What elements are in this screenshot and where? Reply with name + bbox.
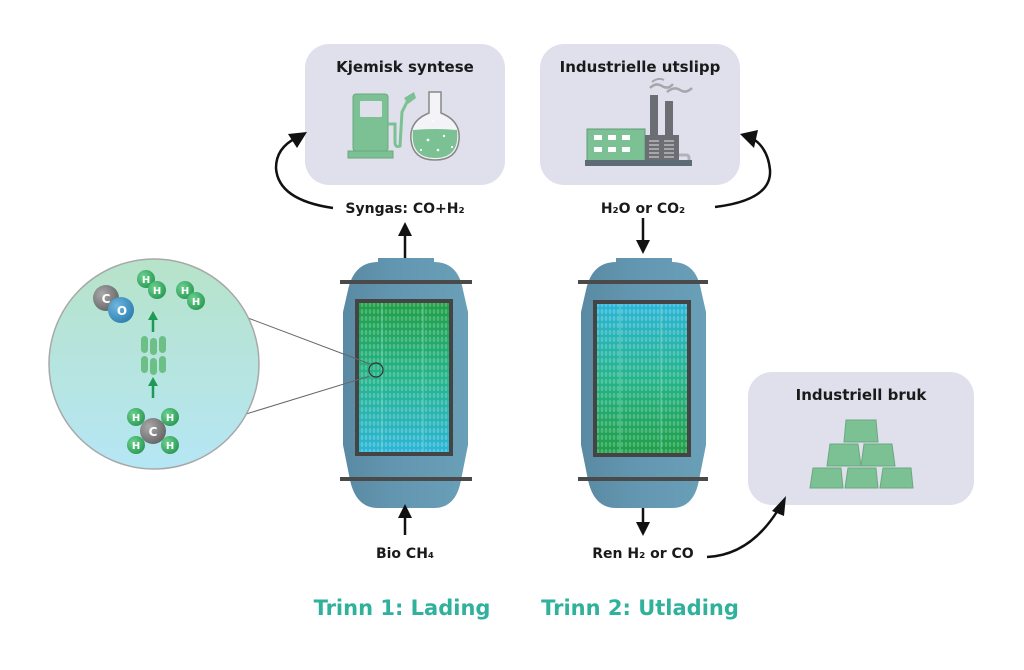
h2o-co2-label: H₂O or CO₂ [601,201,685,217]
industrial-emissions-box: Industrielle utslipp [540,44,740,185]
stage-1-title: Trinn 1: Lading [314,596,491,620]
h2-molecule: H H [137,270,166,299]
reactor-flange-top [340,280,472,284]
chemical-synthesis-title: Kjemisk syntese [336,58,474,76]
industrial-use-box: Industriell bruk [748,372,974,505]
reactor-charging [340,258,472,508]
magnifier-circle [368,362,384,378]
emissions-arrow [714,136,772,209]
stage-2-title: Trinn 2: Utlading [541,596,739,620]
bio-ch4-label: Bio CH₄ [376,546,434,562]
syngas-to-synthesis-arrow [274,136,334,210]
svg-text:H: H [192,297,200,308]
svg-text:O: O [117,304,127,318]
svg-text:H: H [166,413,174,424]
chemical-synthesis-box: Kjemisk syntese [305,44,505,185]
industrial-emissions-title: Industrielle utslipp [560,58,721,76]
industrial-use-title: Industriell bruk [796,386,928,404]
zoom-inset: C O H H H H [48,258,371,470]
ch4-molecule: H H H H C [127,408,179,454]
reactor-flange-top [578,280,708,284]
reactor-flange-bottom [578,477,708,481]
catalyst-pellets-icon [141,336,166,375]
svg-text:C: C [149,425,158,439]
fuel-pump-icon [347,92,416,159]
clean-h2-co-label: Ren H₂ or CO [592,546,694,562]
svg-text:H: H [166,441,174,452]
svg-text:H: H [153,286,161,297]
to-industrial-use-arrow [706,509,780,559]
svg-text:H: H [132,413,140,424]
h2-molecule: H H [176,281,205,310]
syngas-label: Syngas: CO+H₂ [345,201,464,217]
reaction-arrow-icon [148,311,158,398]
svg-text:H: H [142,275,150,286]
reactor-flange-bottom [340,477,472,481]
svg-text:H: H [181,286,189,297]
svg-text:H: H [132,441,140,452]
factory-icon [585,77,693,166]
flow-arrows [274,130,786,559]
gold-bars-icon [809,419,914,489]
co-molecule: C O [93,285,134,323]
reactor-discharging [578,258,708,508]
svg-text:C: C [102,292,111,306]
flask-icon [410,91,460,161]
